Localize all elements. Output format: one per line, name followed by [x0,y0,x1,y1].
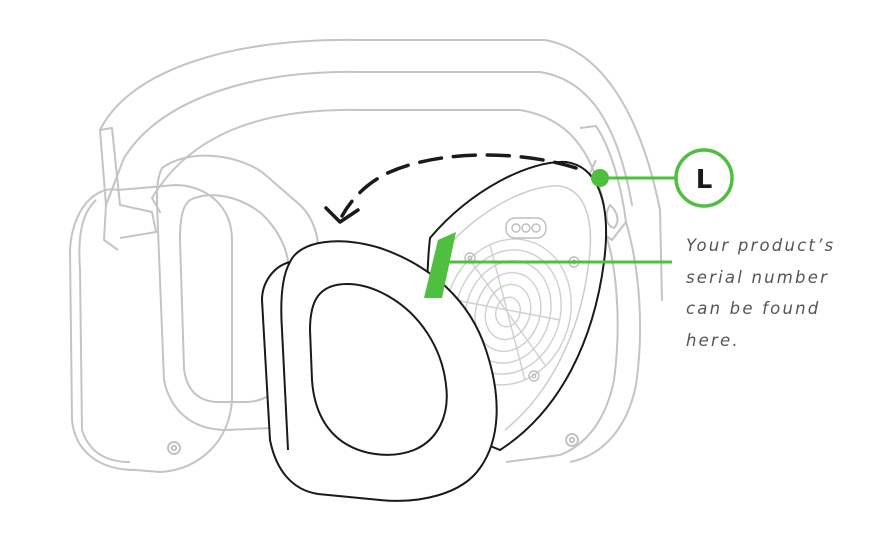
left-earcup [69,127,320,473]
removal-arrow [324,153,578,224]
serial-number-label-area [424,232,456,298]
callout-line-4: here. [686,330,740,350]
callout-line-1: Your product’s [686,236,836,255]
side-indicator-letter: L [696,165,713,195]
side-indicator: L [591,148,734,208]
callout-line-2: serial number [686,267,830,287]
detached-ear-cushion [261,240,498,502]
right-yoke [505,125,642,463]
callout-line-3: can be found [686,299,821,318]
side-indicator-badge [674,148,734,208]
headband [99,38,663,301]
side-indicator-dot [591,169,609,187]
serial-number-callout-text: Your product’s serial number can be foun… [686,230,876,356]
serial-number-callout [424,232,672,298]
